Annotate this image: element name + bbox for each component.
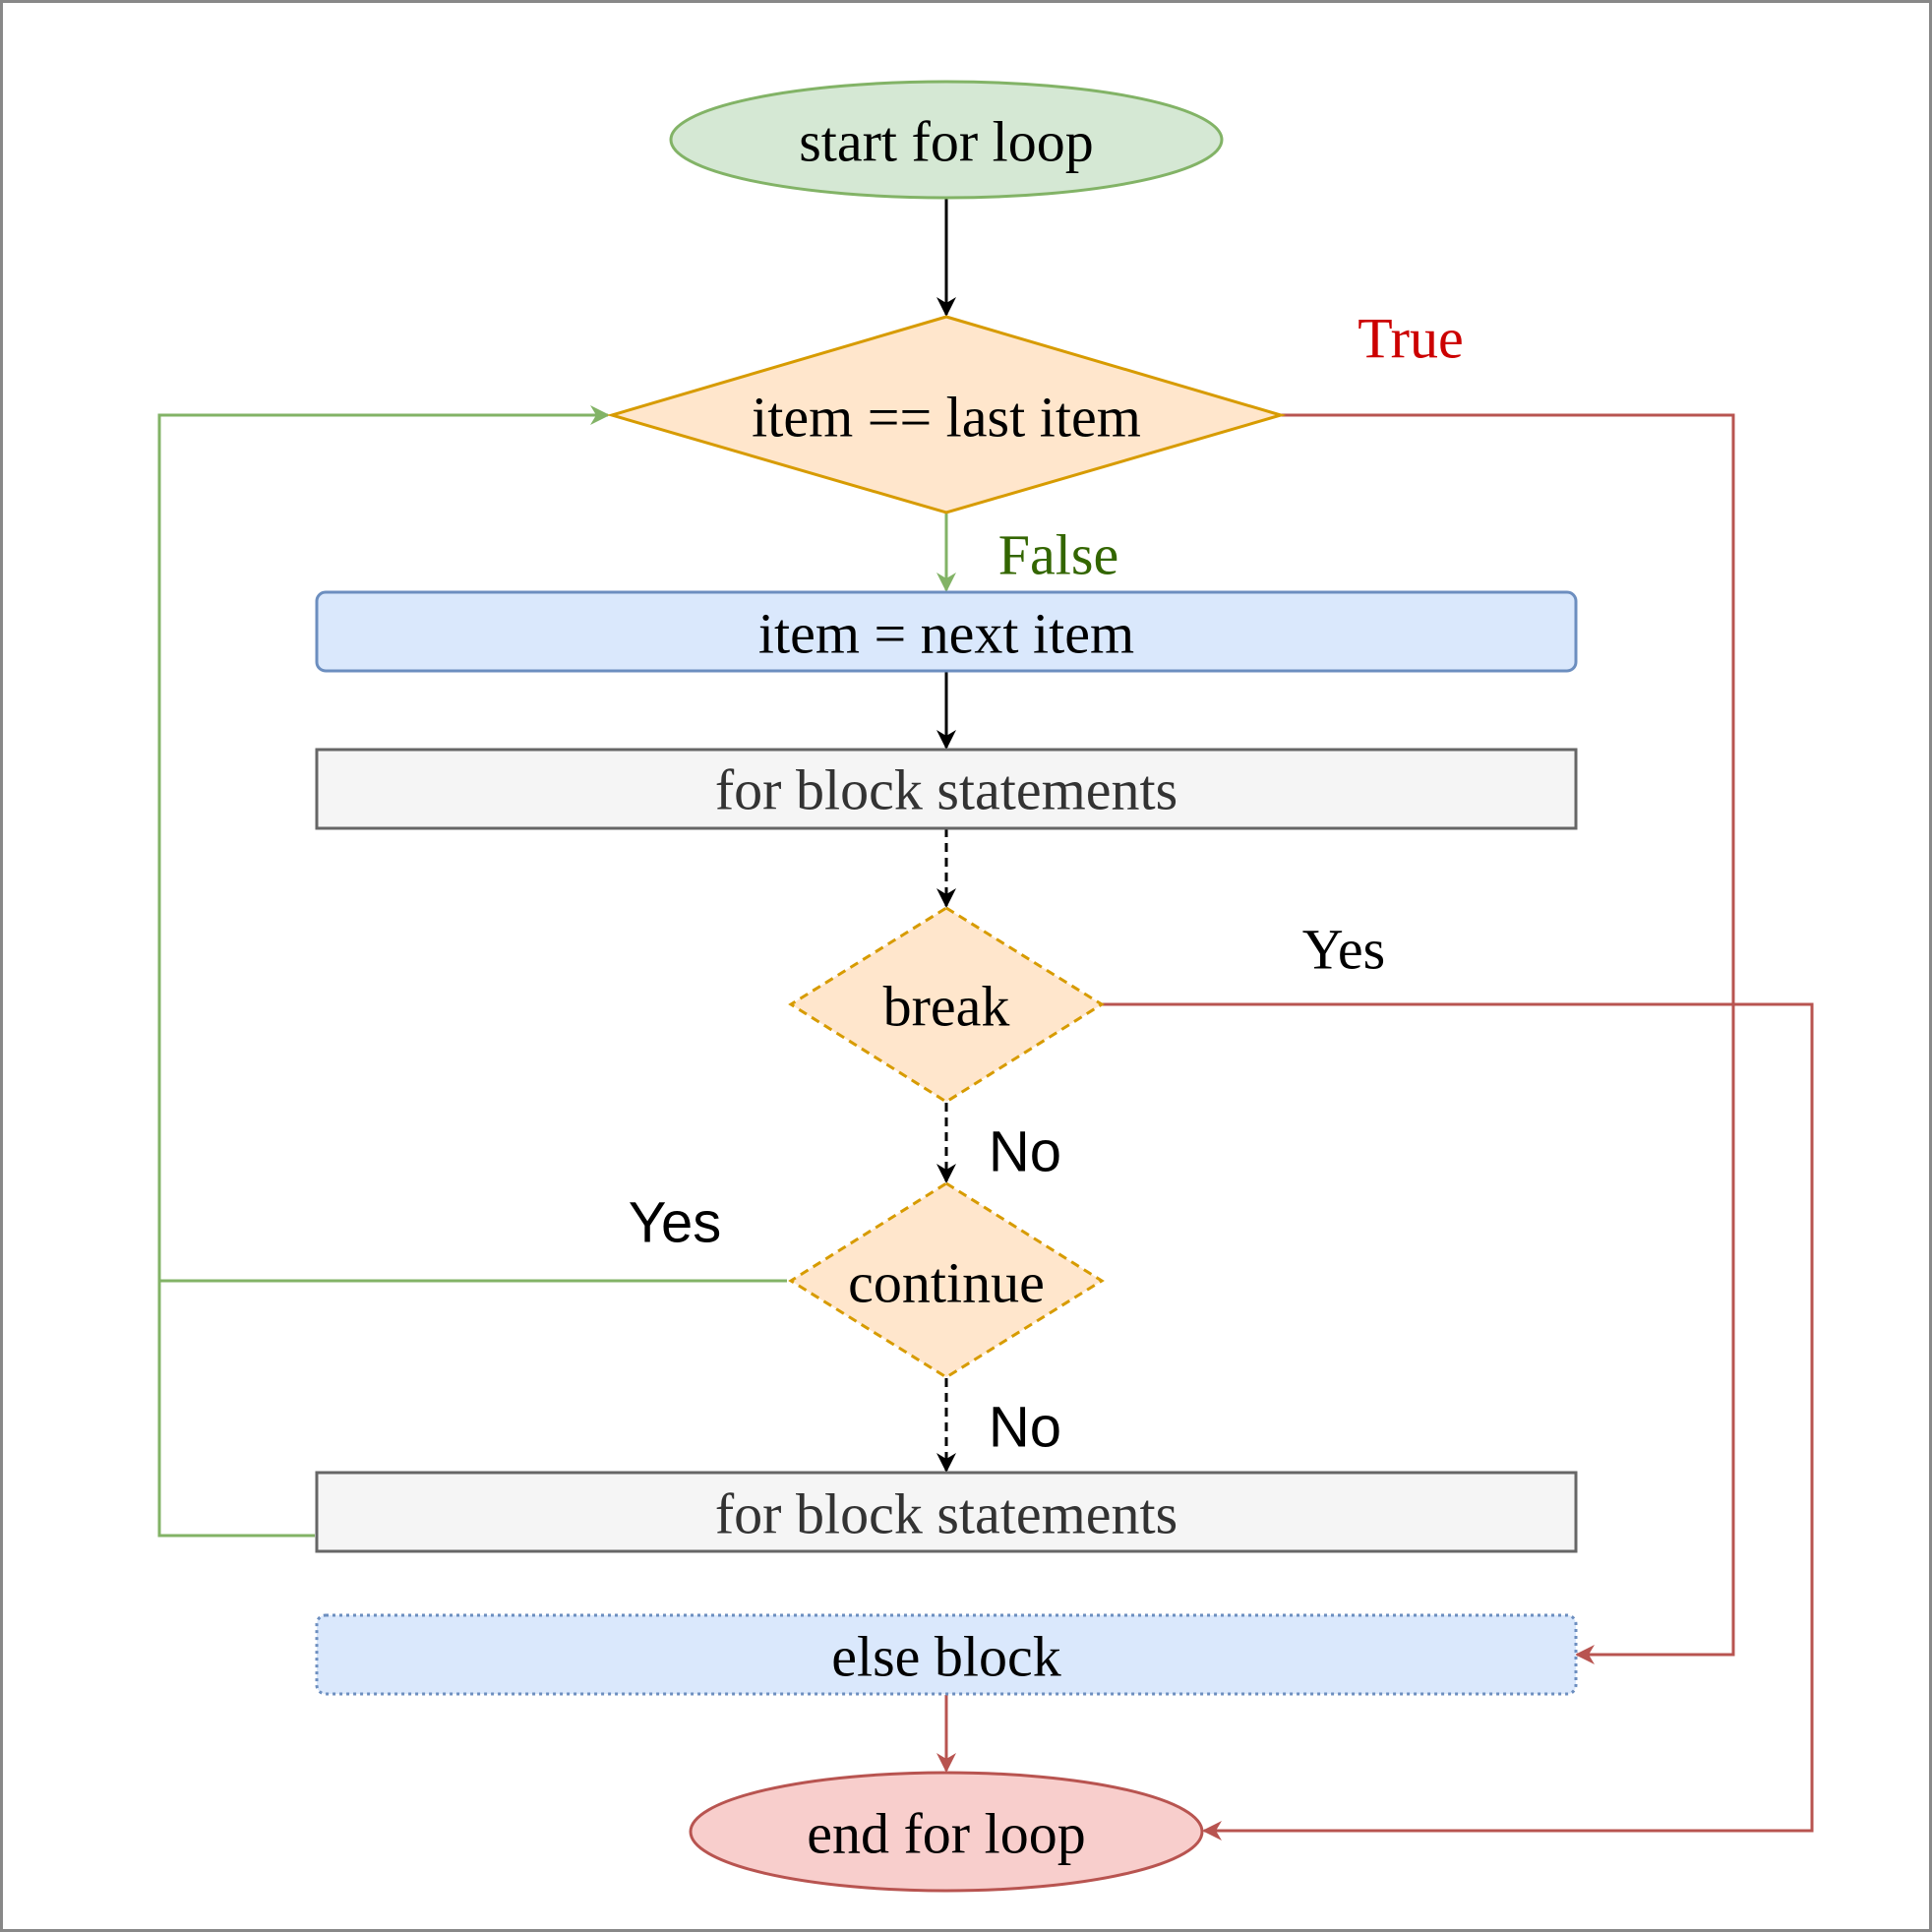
edge-loopback-to-condition: [157, 405, 610, 1538]
break-yes-label: Yes: [1302, 918, 1385, 982]
for-block-1-label: for block statements: [715, 758, 1177, 822]
break-diamond: [788, 906, 1105, 1104]
true-label: True: [1358, 307, 1463, 371]
break-no-label: No: [989, 1120, 1061, 1184]
for-block-statements-2: [315, 1471, 1578, 1553]
for-block-statements-1: [315, 748, 1578, 830]
start-label: start for loop: [799, 110, 1094, 174]
else-block-box: [315, 1613, 1578, 1696]
end-label: end for loop: [807, 1802, 1086, 1866]
break-label: break: [883, 975, 1010, 1039]
for-block-2-label: for block statements: [715, 1482, 1177, 1546]
next-item-label: item = next item: [758, 602, 1134, 666]
end-node: [689, 1771, 1204, 1893]
continue-label: continue: [848, 1251, 1045, 1315]
start-node: [669, 80, 1224, 200]
continue-no-label: No: [989, 1396, 1061, 1460]
edge-break-yes: [1102, 1002, 1814, 1841]
else-block-label: else block: [831, 1625, 1061, 1689]
continue-yes-label: Yes: [629, 1191, 722, 1255]
next-item-box: [315, 590, 1578, 673]
condition-diamond: [606, 315, 1287, 514]
false-label: False: [998, 523, 1118, 587]
continue-diamond: [788, 1181, 1105, 1379]
condition-label: item == last item: [752, 386, 1141, 450]
edge-condition-true: [1281, 413, 1735, 1664]
